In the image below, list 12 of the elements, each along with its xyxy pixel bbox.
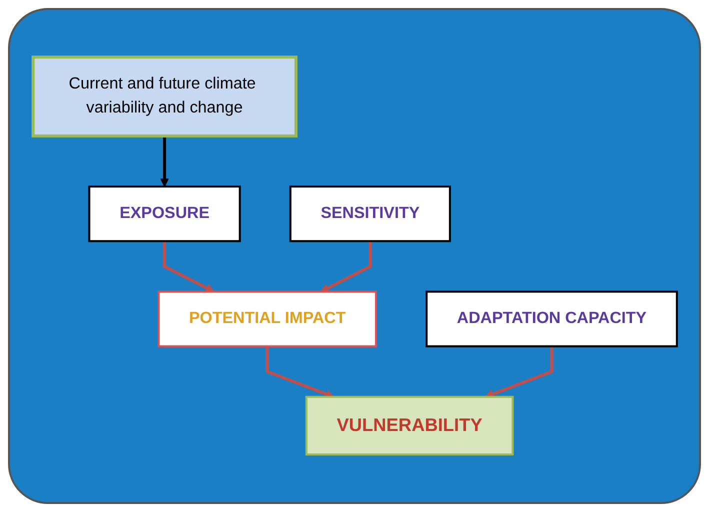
arrow — [265, 346, 334, 398]
node-box — [88, 186, 240, 242]
node-box — [425, 290, 678, 348]
node-box — [157, 290, 377, 348]
flowchart-drawing: Current and future climate variability and change EXPOSURE SENSITIVITY POTENTIAL IMPACT ADAPTATION CAPACITY VULNERABILITY — [24, 49, 684, 463]
arrow — [484, 346, 553, 398]
node-box — [288, 186, 450, 242]
node-box — [304, 396, 514, 456]
arrow — [160, 136, 168, 188]
arrow — [320, 241, 372, 292]
arrow — [162, 241, 214, 292]
node-box — [31, 56, 298, 138]
